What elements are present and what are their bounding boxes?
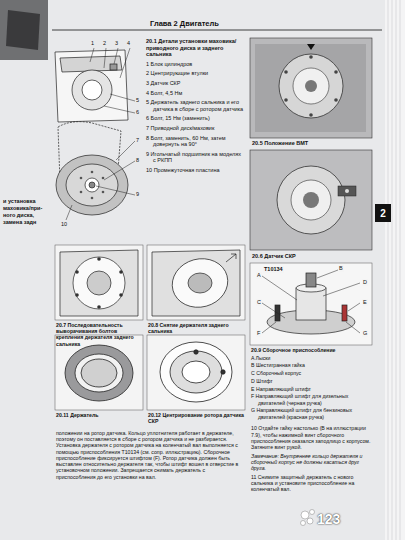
bolt-sequence-drawing bbox=[55, 245, 143, 320]
callout-number: 2 bbox=[103, 40, 106, 47]
figure-caption: 20.6 Датчик СКР bbox=[252, 253, 372, 260]
assembly-tool-drawing bbox=[250, 263, 372, 345]
body-text: 11 Снимите защитный держатель с нового с… bbox=[251, 474, 373, 493]
callout-letter: A bbox=[256, 272, 262, 279]
left-heading-fragment: ного диска, bbox=[3, 212, 47, 219]
legend-item: 5 Держатель заднего сальника и его датчи… bbox=[146, 99, 244, 112]
body-text: положении на ротор датчика. Кольцо уплот… bbox=[56, 430, 244, 480]
legend-item: C Сборочный корпус bbox=[251, 370, 373, 376]
callout-number: 5 bbox=[136, 97, 139, 104]
paper-edges bbox=[385, 0, 405, 540]
figure-caption: 20.11 Держатель bbox=[56, 412, 142, 418]
legend-item: A Лыски bbox=[251, 355, 373, 361]
tdc-photo bbox=[250, 38, 372, 138]
legend-item: 4 Болт, 4,5 Нм bbox=[146, 90, 244, 97]
legend-item: 7 Приводной диск/маховик bbox=[146, 125, 244, 132]
legend-item: 6 Болт, 15 Нм (заменить) bbox=[146, 115, 244, 122]
left-figure-part bbox=[6, 10, 40, 50]
flywheel-exploded-view bbox=[55, 48, 135, 220]
callout-letter: E bbox=[362, 299, 368, 306]
seal-holder-removal-drawing bbox=[147, 245, 245, 320]
callout-number: 6 bbox=[136, 109, 139, 116]
legend-item: D Штифт bbox=[251, 378, 373, 384]
callout-number: 4 bbox=[127, 40, 130, 47]
legend-item: 1 Блок цилиндров bbox=[146, 61, 244, 68]
callout-letter: D bbox=[362, 279, 368, 286]
callout-number: 7 bbox=[136, 137, 139, 144]
chapter-tab: 2 bbox=[375, 204, 391, 222]
figure-caption: 20.8 Снятие держателя заднего сальника bbox=[148, 322, 244, 334]
callout-number: 8 bbox=[136, 157, 139, 164]
legend-item: F Направляющий штифт для дизельных двига… bbox=[251, 393, 373, 405]
sensor-rotor-drawing bbox=[147, 335, 245, 410]
header-rule bbox=[52, 30, 382, 31]
figure-caption: 20.9 Сборочное приспособление bbox=[251, 347, 373, 353]
legend-item: 10 Промежуточная пластина bbox=[146, 167, 244, 174]
callout-number: 1 bbox=[91, 40, 94, 47]
legend-item: B Шестигранная гайка bbox=[251, 362, 373, 368]
crank-sensor-photo bbox=[250, 150, 372, 250]
legend-item: G Направляющий штифт для бензиновых двиг… bbox=[251, 407, 373, 419]
page-header: Глава 2 Двигатель bbox=[150, 19, 219, 28]
legend-item: 3 Датчик СКР bbox=[146, 80, 244, 87]
watermark-logo bbox=[301, 510, 315, 526]
callout-letter: G bbox=[362, 330, 368, 337]
body-text: Замечание: Внутреннее кольцо держателя и… bbox=[251, 453, 373, 472]
left-heading-fragment: и установка bbox=[3, 198, 47, 205]
watermark: 123 bbox=[317, 511, 340, 528]
left-heading-fragment: маховика/при- bbox=[3, 205, 47, 212]
figure-caption: 20.5 Положение ВМТ bbox=[252, 140, 372, 147]
legend-item: 9 Игольчатый подшипник на моделях с РКПП bbox=[146, 151, 244, 164]
legend-item: 8 Болт, заменить, 60 Нм, затем довернуть… bbox=[146, 135, 244, 148]
legend-item: E Направляющий штифт bbox=[251, 386, 373, 392]
left-heading-fragment: замена задн bbox=[3, 219, 47, 226]
left-figure bbox=[0, 0, 48, 60]
body-text: 10 Отдайте гайку настолько (B на иллюстр… bbox=[251, 425, 373, 450]
callout-letter: F bbox=[256, 330, 261, 337]
figure-caption: 20.12 Центрирование ротора датчика СКР bbox=[148, 412, 244, 424]
callout-letter: B bbox=[338, 265, 344, 272]
figure-caption: 20.7 Последовательность выворачивания бо… bbox=[56, 322, 142, 347]
callout-letter: C bbox=[256, 299, 262, 306]
callout-number: 10 bbox=[61, 221, 67, 228]
callout-number: 9 bbox=[136, 191, 139, 198]
tool-number: T10134 bbox=[263, 266, 284, 273]
chapter-number: 2 bbox=[380, 208, 386, 219]
figure-caption: 20.1 Детали установки маховика/приводног… bbox=[146, 38, 244, 58]
legend-item: 2 Центрирующие втулки bbox=[146, 70, 244, 77]
callout-number: 3 bbox=[115, 40, 118, 47]
